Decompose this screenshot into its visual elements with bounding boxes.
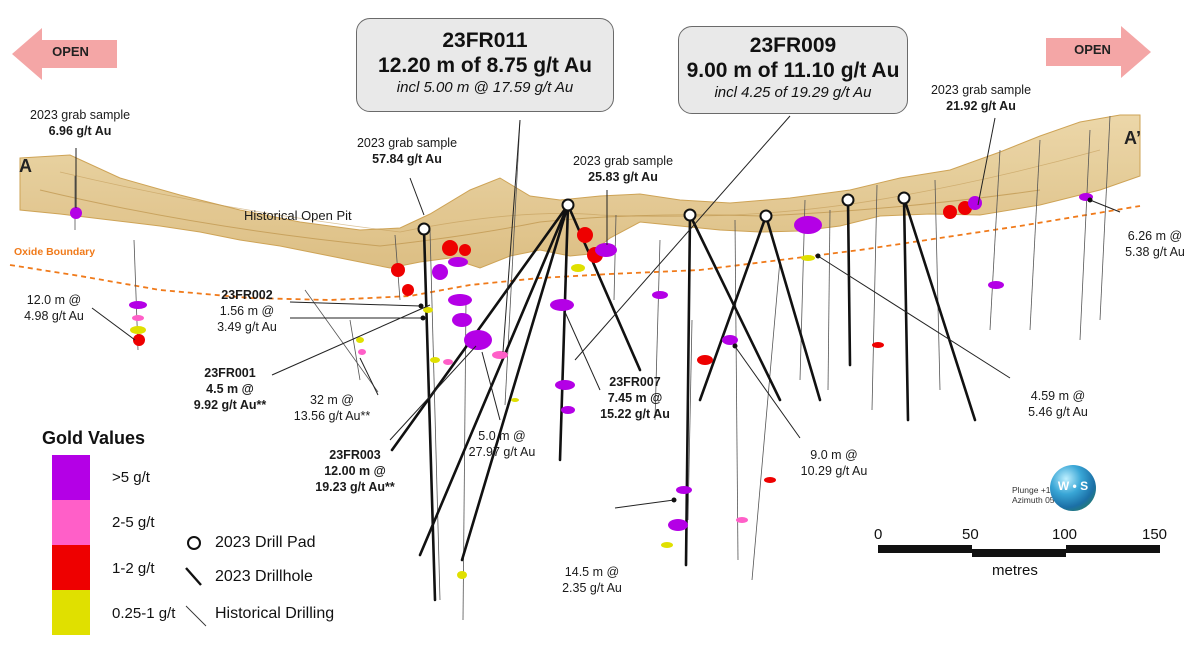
callout-incl: incl 5.00 m @ 17.59 g/t Au bbox=[396, 79, 574, 96]
scale-tick-50: 50 bbox=[962, 526, 979, 543]
open-left-arrow: OPEN bbox=[12, 28, 117, 80]
intercept-label: 32 m @13.56 g/t Au** bbox=[293, 393, 371, 423]
intercept-label: 6.26 m @5.38 g/t Au bbox=[1125, 229, 1185, 259]
legend-label: >5 g/t bbox=[112, 469, 150, 486]
legend-hist-symbol bbox=[185, 605, 207, 627]
callout-23fr011: 23FR011 12.20 m of 8.75 g/t Au incl 5.00… bbox=[356, 18, 614, 112]
scale-tick-150: 150 bbox=[1142, 526, 1168, 543]
legend-swatch-025to1 bbox=[52, 590, 90, 635]
legend-label: 2-5 g/t bbox=[112, 514, 155, 531]
section-end-label: A’ bbox=[1124, 128, 1142, 148]
intercept-label: 12.0 m @4.98 g/t Au bbox=[24, 293, 84, 323]
callout-23fr009: 23FR009 9.00 m of 11.10 g/t Au incl 4.25… bbox=[678, 26, 908, 114]
open-right-arrow: OPEN bbox=[1046, 26, 1151, 78]
legend-swatch-gt5 bbox=[52, 455, 90, 500]
legend-swatch-1to2 bbox=[52, 545, 90, 590]
terrain-surface bbox=[19, 114, 1141, 269]
legend-pad-label: 2023 Drill Pad bbox=[215, 534, 316, 551]
legend-label: 0.25-1 g/t bbox=[112, 605, 176, 622]
scale-tick-100: 100 bbox=[1052, 526, 1078, 543]
legend-title: Gold Values bbox=[42, 428, 146, 448]
callout-main: 12.20 m of 8.75 g/t Au bbox=[378, 54, 592, 77]
callout-incl: incl 4.25 of 19.29 g/t Au bbox=[714, 84, 872, 101]
drill-pads bbox=[417, 191, 911, 236]
callout-hole-id: 23FR009 bbox=[749, 34, 837, 57]
compass-icon: W • S bbox=[1050, 465, 1096, 511]
scale-bar bbox=[878, 545, 1160, 557]
oxide-boundary-label: Oxide Boundary bbox=[14, 246, 96, 258]
legend-label: 1-2 g/t bbox=[112, 560, 155, 577]
open-right-label: OPEN bbox=[1074, 42, 1111, 57]
open-left-label: OPEN bbox=[52, 44, 89, 59]
legend-pad-symbol bbox=[187, 536, 201, 550]
intercept-label: 14.5 m @2.35 g/t Au bbox=[562, 565, 622, 595]
section-start-label: A bbox=[19, 156, 32, 176]
open-pit-label: Historical Open Pit bbox=[244, 208, 352, 223]
callout-main: 9.00 m of 11.10 g/t Au bbox=[686, 59, 900, 82]
scale-tick-0: 0 bbox=[874, 526, 883, 543]
leader-lines bbox=[75, 115, 1121, 509]
callout-hole-id: 23FR011 bbox=[442, 29, 528, 52]
legend-hole-label: 2023 Drillhole bbox=[215, 568, 313, 585]
scale-unit: metres bbox=[992, 562, 1038, 579]
legend-swatch-2to5 bbox=[52, 500, 90, 545]
intercept-label: 9.0 m @10.29 g/t Au bbox=[800, 448, 868, 478]
intercept-label: 4.59 m @5.46 g/t Au bbox=[1028, 389, 1088, 419]
legend-hist-label: Historical Drilling bbox=[215, 605, 335, 622]
legend-hole-symbol bbox=[185, 567, 202, 586]
assay-samples bbox=[70, 193, 1093, 579]
oxide-boundary-line bbox=[9, 205, 1141, 301]
intercept-label: 5.0 m @27.97 g/t Au bbox=[468, 429, 536, 459]
historical-drillholes bbox=[74, 115, 1111, 621]
